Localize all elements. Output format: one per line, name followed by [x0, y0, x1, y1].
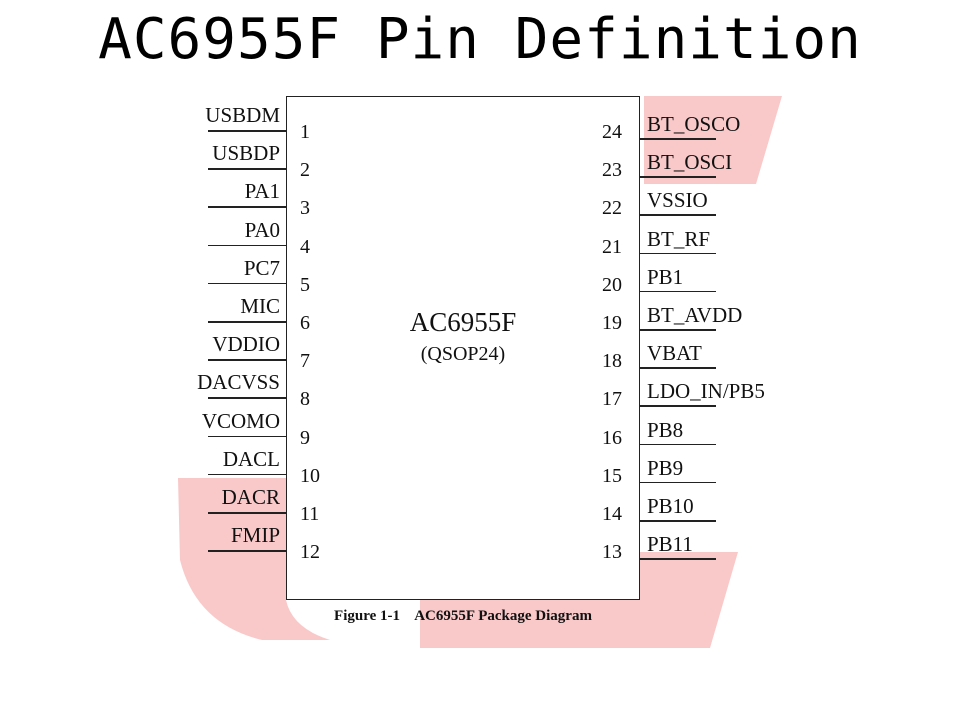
pin-number: 8: [300, 388, 310, 411]
pin-number: 13: [602, 541, 622, 564]
pin-name: PA0: [244, 217, 280, 242]
pin-number: 3: [300, 197, 310, 220]
pin-number: 6: [300, 312, 310, 334]
pin-number: 17: [602, 388, 622, 411]
pin-lead: [640, 214, 716, 216]
pin-number: 14: [602, 503, 622, 525]
pin-name: PB8: [647, 417, 684, 442]
pin-lead: [640, 252, 716, 255]
pin-lead: [208, 397, 286, 399]
chip-package: (QSOP24): [420, 343, 506, 365]
pin-number: 22: [602, 197, 622, 220]
pin-lead: [640, 520, 716, 522]
pin-number: 10: [300, 464, 320, 487]
pin-name: FMIP: [230, 523, 280, 548]
pin-name: BT_OSCI: [647, 150, 733, 175]
pin-name: VBAT: [647, 341, 702, 366]
pin-lead: [208, 512, 286, 514]
pin-number: 24: [602, 121, 622, 143]
pin-lead: [640, 405, 716, 407]
pin-lead: [640, 367, 716, 369]
chip-name: AC6955F: [409, 307, 517, 337]
pin-number: 23: [602, 159, 622, 182]
watermark-top-stroke: [644, 96, 782, 184]
pin-name: BT_OSCO: [647, 112, 741, 136]
pin-number: 2: [300, 159, 310, 182]
watermark-left-curve: [178, 478, 330, 640]
pin-lead: [640, 290, 716, 293]
pin-number: 9: [300, 426, 310, 449]
pin-number: 18: [602, 350, 622, 373]
pin-lead: [208, 244, 286, 247]
pin-lead: [208, 321, 286, 323]
pin-lead: [208, 435, 286, 438]
pin-name: DACL: [222, 446, 280, 471]
pin-name: LDO_IN/PB5: [647, 379, 765, 404]
pin-name: PA1: [244, 179, 280, 204]
pin-name: PB1: [647, 264, 684, 289]
pin-name: VDDIO: [212, 332, 280, 357]
watermark-bottom-stroke: [420, 552, 738, 648]
pin-number: 1: [300, 121, 310, 143]
pin-number: 11: [300, 503, 320, 525]
pin-lead: [640, 558, 716, 560]
pin-lead: [208, 206, 286, 208]
page-title: AC6955F Pin Definition: [98, 7, 862, 72]
pin-name: PC7: [243, 255, 280, 280]
pin-name: BT_AVDD: [647, 303, 743, 327]
pin-number: 4: [300, 235, 310, 258]
figure-caption: Figure 1-1 AC6955F Package Diagram: [286, 606, 640, 626]
pin-lead: [208, 473, 286, 476]
pin-name: DACR: [221, 485, 280, 509]
pin-number: 19: [602, 312, 622, 334]
pin-lead: [640, 138, 716, 140]
pin-number: 7: [300, 350, 310, 373]
pin-lead: [208, 168, 286, 170]
pin-lead: [640, 443, 716, 446]
pin-lead: [208, 130, 286, 132]
pin-lead: [640, 176, 716, 178]
pin-lead: [640, 481, 716, 484]
pin-number: 12: [300, 541, 320, 564]
pin-name: PB9: [647, 455, 684, 480]
pin-name: VSSIO: [647, 188, 708, 213]
pin-name: BT_RF: [647, 226, 711, 251]
pin-lead: [208, 550, 286, 552]
pin-name: VCOMO: [201, 408, 280, 433]
pin-name: PB10: [647, 494, 694, 518]
pin-number: 20: [602, 273, 622, 296]
pin-number: 15: [602, 464, 622, 487]
caption-text: AC6955F Package Diagram: [414, 608, 592, 624]
pin-lead: [640, 329, 716, 331]
pin-number: 5: [300, 273, 310, 296]
pin-name: DACVSS: [197, 370, 280, 395]
pin-name: USBDM: [205, 103, 280, 127]
chip-body: [286, 96, 640, 600]
pin-name: USBDP: [212, 141, 280, 166]
pin-name: PB11: [647, 532, 693, 557]
pin-lead: [208, 282, 286, 285]
caption-figure-number: Figure 1-1: [334, 608, 401, 624]
pin-number: 16: [602, 426, 622, 449]
pin-number: 21: [602, 235, 622, 258]
pin-name: MIC: [240, 294, 280, 318]
pin-lead: [208, 359, 286, 361]
